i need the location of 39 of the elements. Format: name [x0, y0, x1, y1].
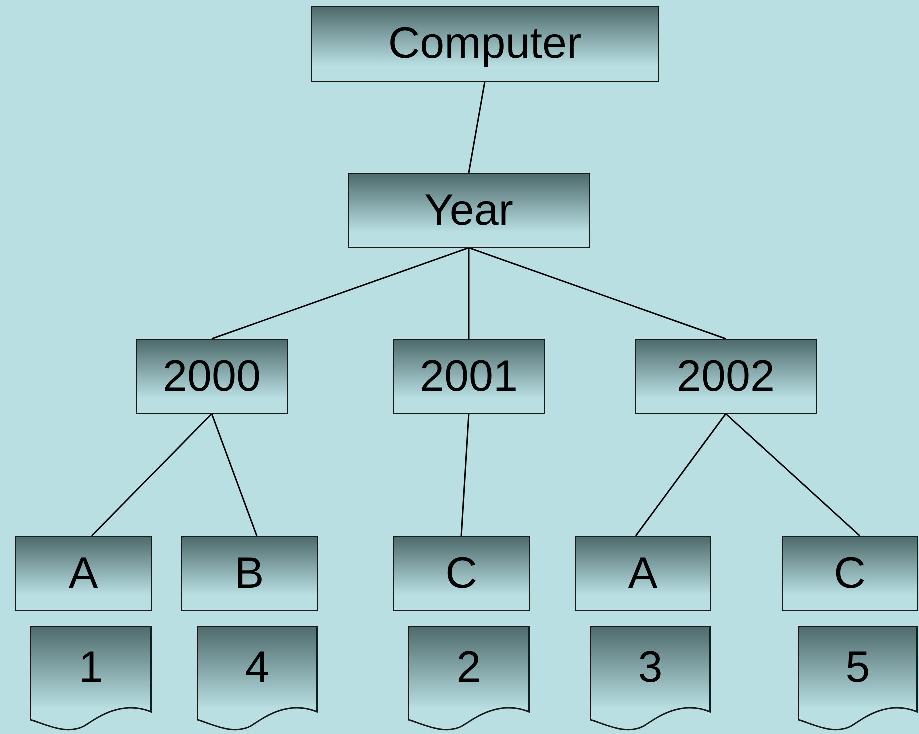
node-label: A: [628, 552, 658, 596]
category-box: [348, 173, 590, 248]
node-label: 2002: [677, 354, 775, 398]
category-box: [181, 536, 318, 611]
node-label: Year: [424, 188, 514, 232]
node-label: 1: [78, 646, 104, 690]
node-label: 5: [846, 646, 870, 690]
connector-line: [468, 247, 726, 340]
category-box: [393, 536, 530, 611]
document-shape: [197, 626, 318, 730]
document-shape: [30, 626, 152, 730]
connector-line: [468, 82, 486, 174]
category-box: [136, 339, 288, 414]
category-box: [635, 339, 817, 414]
connector-line: [468, 248, 470, 339]
connector-line: [726, 413, 860, 537]
node-label: 4: [245, 646, 270, 690]
node-label: B: [234, 552, 264, 596]
node-label: 2000: [163, 354, 261, 398]
connector-line: [635, 414, 727, 536]
document-shape: [590, 626, 711, 730]
node-label: 2001: [420, 354, 518, 398]
category-box: [575, 536, 711, 611]
category-box: [782, 536, 918, 611]
connector-line: [91, 413, 213, 537]
node-label: Computer: [388, 22, 582, 66]
category-box: [311, 6, 659, 82]
node-label: C: [834, 552, 866, 596]
category-box: [393, 339, 545, 414]
document-shape: [408, 626, 530, 730]
document-shape: [798, 626, 918, 730]
connector-line: [460, 414, 470, 536]
node-label: 3: [638, 646, 663, 690]
node-label: C: [446, 552, 478, 596]
node-label: 2: [456, 646, 482, 690]
connector-line: [211, 414, 258, 536]
node-label: A: [68, 552, 98, 596]
connector-line: [212, 247, 470, 340]
category-box: [15, 536, 152, 611]
